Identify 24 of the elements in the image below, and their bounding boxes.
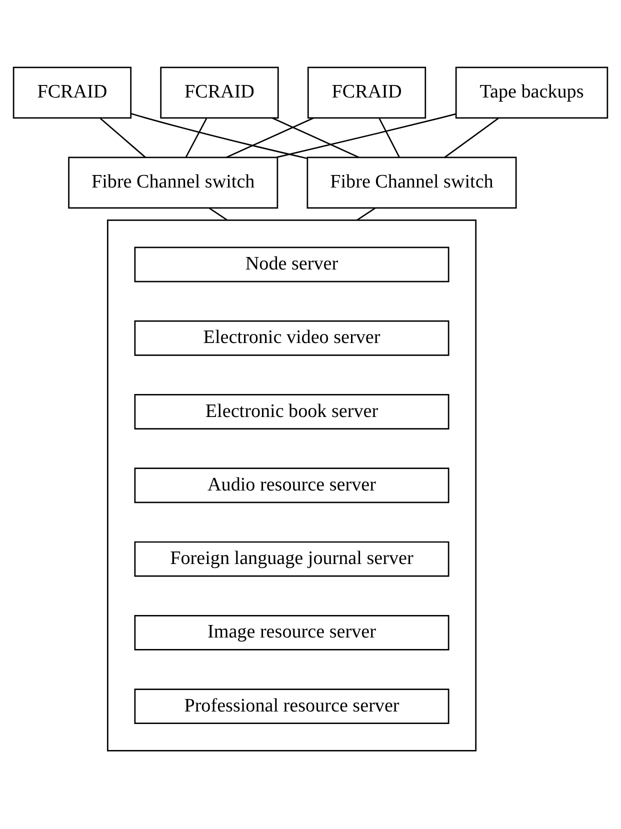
cluster [106,220,477,752]
connector [378,118,400,158]
connector [130,112,308,160]
connector [185,118,208,158]
node-box: Electronic book server [134,394,450,430]
node-box: Fibre Channel switch [68,156,278,209]
node-box: Electronic video server [134,320,450,356]
node-box: Node server [134,246,450,282]
connector [356,208,376,221]
node-box: FCRAID [160,66,279,119]
node-box: FCRAID [12,66,132,119]
connector [100,118,146,158]
node-box: Professional resource server [134,688,450,724]
node-box: Image resource server [134,614,450,650]
node-box: FCRAID [307,66,426,119]
node-box: Foreign language journal server [134,541,450,577]
connector [276,113,456,158]
node-box: Tape backups [455,66,608,119]
node-box: Audio resource server [134,468,450,504]
connector [226,118,314,158]
node-box: Fibre Channel switch [306,156,517,209]
connector [444,118,499,158]
connector [272,118,360,158]
connector [208,208,228,221]
